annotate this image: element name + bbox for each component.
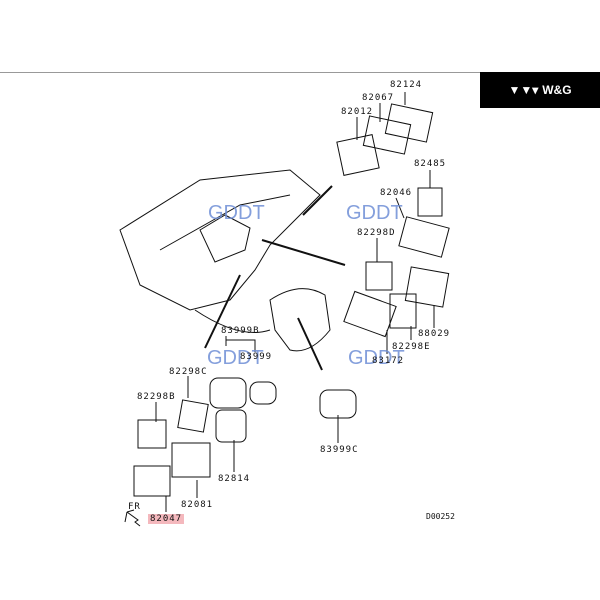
diagram-code: D00252 [426, 512, 455, 521]
part-label[interactable]: 82298B [137, 392, 176, 402]
watermark: GDDT [348, 347, 405, 369]
part-label[interactable]: 83999 [240, 352, 273, 362]
part-label[interactable]: 82485 [414, 159, 447, 169]
watermark: GDDT [207, 347, 264, 369]
part-label[interactable]: 82124 [390, 80, 423, 90]
triple-chevron-icon: ▼▼▾ [508, 83, 539, 97]
part-label[interactable]: 83999B [221, 326, 260, 336]
dashboard-outline [119, 169, 331, 352]
part-label[interactable]: 83172 [372, 356, 405, 366]
switch-group-lower [133, 377, 357, 497]
part-label[interactable]: 82298C [169, 367, 208, 377]
part-label[interactable]: 82298D [357, 228, 396, 238]
part-label[interactable]: 82298E [392, 342, 431, 352]
part-label[interactable]: 82081 [181, 500, 214, 510]
brand-badge: ▼▼▾ W&G [480, 72, 600, 108]
leader-lines [155, 92, 435, 512]
part-label[interactable]: 83999C [320, 445, 359, 455]
pointer-arrows [204, 185, 346, 371]
part-label[interactable]: 82814 [218, 474, 251, 484]
front-arrow-icon [124, 509, 141, 527]
part-label-highlighted[interactable]: 82047 [148, 514, 185, 524]
part-label[interactable]: 82046 [380, 188, 413, 198]
front-marker: FR [128, 502, 141, 512]
switch-group-upper [336, 103, 450, 338]
part-label[interactable]: 82067 [362, 93, 395, 103]
part-label[interactable]: 82012 [341, 107, 374, 117]
brand-name: W&G [542, 83, 572, 97]
part-label[interactable]: 88029 [418, 329, 451, 339]
watermark: GDDT [208, 202, 265, 224]
watermark: GDDT [346, 202, 403, 224]
divider [0, 72, 600, 73]
